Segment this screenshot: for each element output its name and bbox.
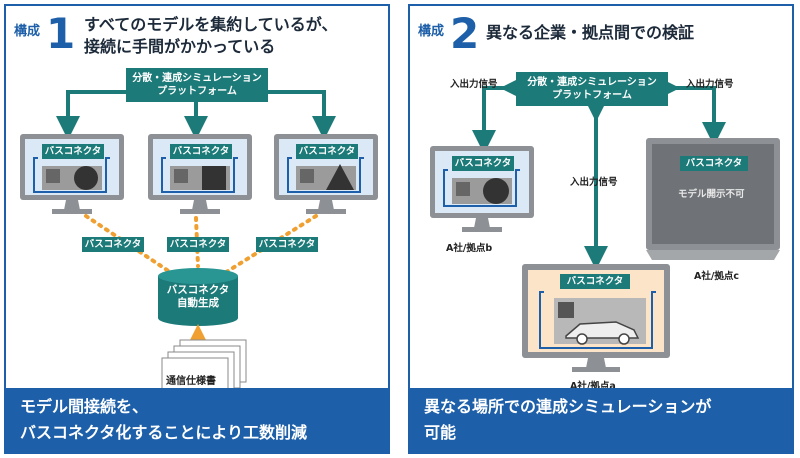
db-line-1: バスコネクタ [166, 284, 230, 296]
spec-document-label: 通信仕様書 [166, 376, 216, 387]
io-arrows [472, 76, 726, 270]
footer-2-line-1: 異なる場所での連成シミュレーションが [424, 397, 712, 416]
panel-1-footer: モデル間接続を、 バスコネクタ化することにより工数削減 [6, 388, 388, 452]
title-line-1: すべてのモデルを集約しているが、 [84, 15, 338, 34]
sim-box-line-1: 分散・連成シミュレーション [527, 77, 657, 88]
footer-1-line-1: モデル間接続を、 [20, 397, 149, 416]
panel-title: すべてのモデルを集約しているが、 接続に手間がかかっている [84, 14, 337, 58]
monitor-1-bus-connector: バスコネクタ [42, 144, 104, 159]
site-a-label: A社/拠点a [570, 381, 616, 392]
site-b-bus-connector: バスコネクタ [452, 156, 514, 171]
site-c-bus-connector: バスコネクタ [680, 156, 748, 171]
monitor-2-bus-connector: バスコネクタ [170, 144, 232, 159]
io-signal-left: 入出力信号 [450, 79, 498, 90]
link-bus-connector-center: バスコネクタ [167, 237, 229, 252]
config-number: 1 [46, 9, 76, 58]
io-signal-center: 入出力信号 [570, 177, 618, 188]
database-label: バスコネクタ 自動生成 [158, 284, 238, 310]
sim-box-line-2: プラットフォーム [552, 90, 632, 101]
simulation-platform-box: 分散・連成シミュレーション プラットフォーム [516, 72, 668, 106]
diagram-graphics [430, 76, 780, 372]
orange-upward-arrow [190, 324, 206, 364]
link-bus-connector-left: バスコネクタ [82, 237, 144, 252]
config-tag: 構成 [14, 24, 41, 39]
site-b-label: A社/拠点b [446, 243, 493, 254]
config-number: 2 [450, 9, 480, 58]
panel-configuration-2: 構成 2 異なる企業・拠点間での検証 [408, 4, 794, 454]
site-c-label: A社/拠点c [694, 271, 739, 282]
config-tag: 構成 [418, 24, 445, 39]
database-cylinder [158, 268, 238, 326]
db-line-2: 自動生成 [177, 297, 219, 309]
model-disclosure-note: モデル開示不可 [678, 189, 745, 200]
distribution-arrows [56, 90, 336, 140]
panel-configuration-1: 構成 1 すべてのモデルを集約しているが、 接続に手間がかかっている [4, 4, 390, 454]
sim-box-line-1: 分散・連成シミュレーション [132, 73, 262, 84]
simulation-platform-box: 分散・連成シミュレーション プラットフォーム [126, 68, 268, 102]
footer-2-line-2: 可能 [424, 423, 457, 442]
io-signal-right: 入出力信号 [686, 79, 734, 90]
title-line-2: 接続に手間がかかっている [84, 37, 276, 56]
panel-title: 異なる企業・拠点間での検証 [486, 23, 695, 42]
sim-box-line-2: プラットフォーム [157, 86, 237, 97]
link-bus-connector-right: バスコネクタ [256, 237, 318, 252]
monitor-site-a [522, 264, 670, 372]
site-a-bus-connector: バスコネクタ [560, 274, 630, 289]
monitor-3-bus-connector: バスコネクタ [296, 144, 358, 159]
panel-2-footer: 異なる場所での連成シミュレーションが 可能 [410, 388, 792, 452]
footer-1-line-2: バスコネクタ化することにより工数削減 [20, 423, 308, 442]
